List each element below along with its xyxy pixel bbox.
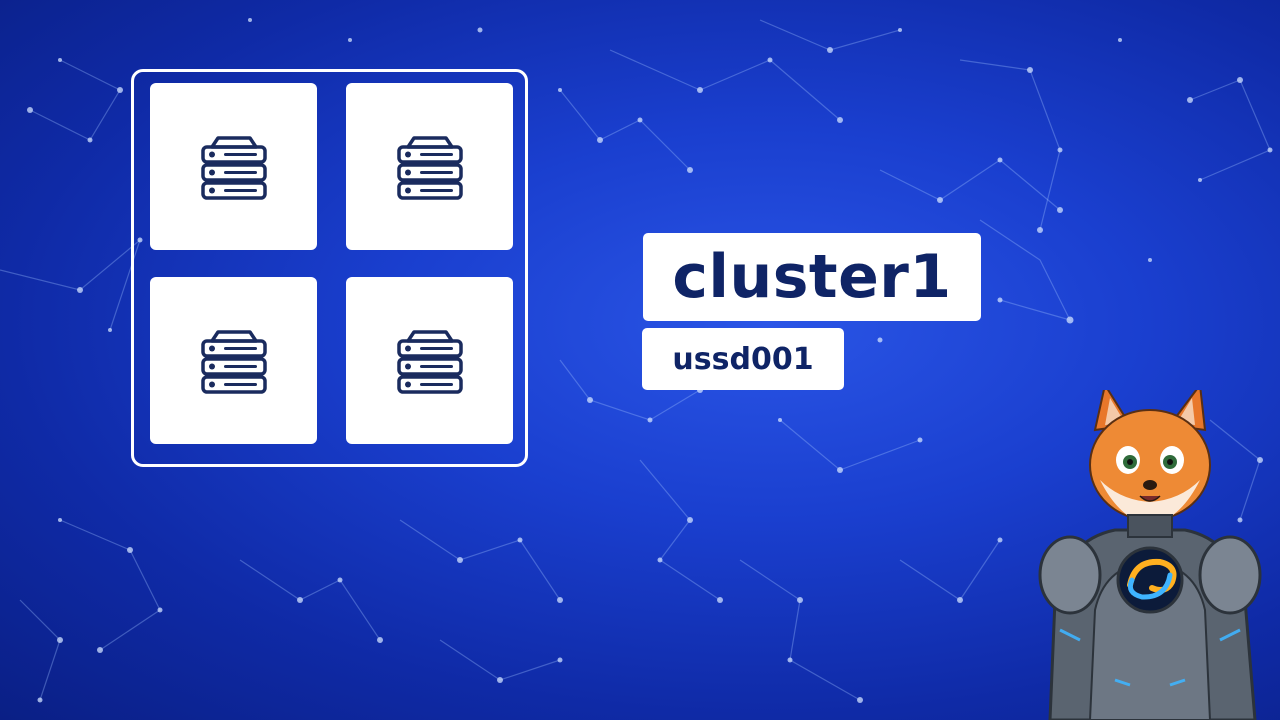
server-stack-icon bbox=[396, 329, 463, 394]
server-stack-icon bbox=[200, 329, 267, 394]
server-stack-icon bbox=[200, 135, 267, 200]
fox-mascot-icon bbox=[1038, 390, 1262, 720]
cluster-name-label: cluster1 bbox=[643, 233, 981, 321]
swirl-emblem-icon bbox=[1116, 546, 1184, 614]
server-stack-icon bbox=[396, 135, 463, 200]
server-node-tile[interactable] bbox=[346, 83, 513, 250]
server-node-tile[interactable] bbox=[150, 83, 317, 250]
node-name-label: ussd001 bbox=[642, 328, 844, 390]
cluster-frame bbox=[131, 69, 528, 467]
server-node-tile[interactable] bbox=[150, 277, 317, 444]
server-node-tile[interactable] bbox=[346, 277, 513, 444]
